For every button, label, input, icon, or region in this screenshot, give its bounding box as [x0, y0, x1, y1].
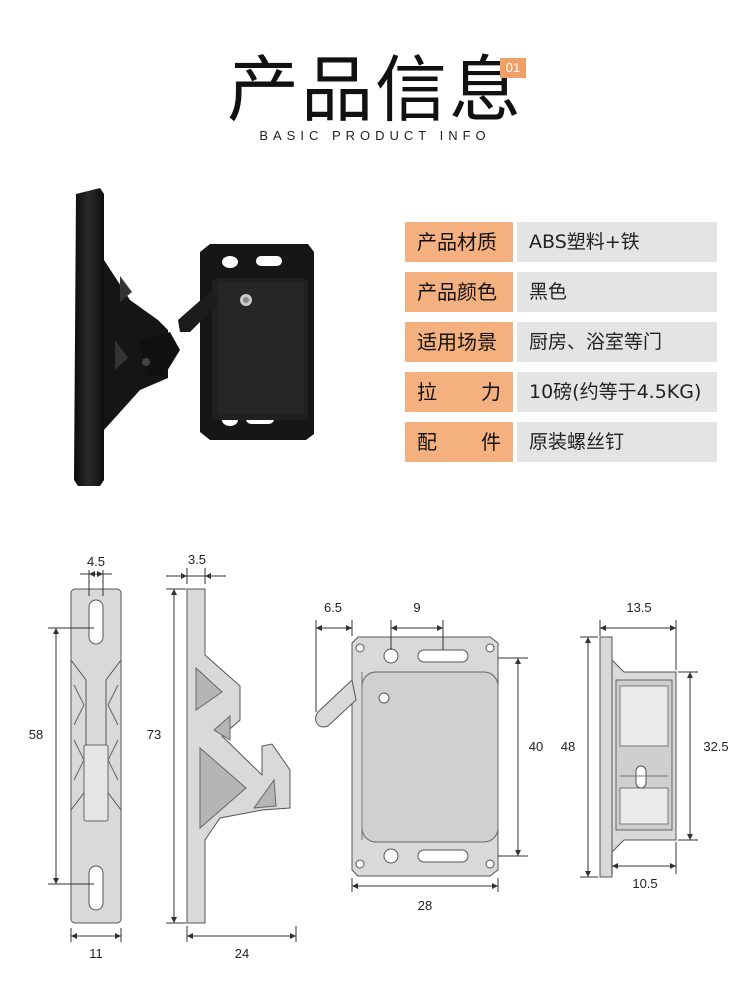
dim-label: 4.5 — [87, 554, 105, 569]
spec-label: 配 件 — [405, 422, 513, 462]
dim-label: 10.5 — [632, 876, 657, 891]
spec-value: 10磅(约等于4.5KG) — [517, 372, 717, 412]
dim-label: 13.5 — [626, 600, 651, 615]
spec-row-accessory: 配 件 原装螺丝钉 — [405, 422, 717, 462]
dim-label: 3.5 — [188, 552, 206, 567]
dim-label: 11 — [89, 946, 103, 961]
spec-row-color: 产品颜色 黑色 — [405, 272, 717, 312]
spec-row-force: 拉 力 10磅(约等于4.5KG) — [405, 372, 717, 412]
dim-label: 9 — [413, 600, 420, 615]
spec-value: ABS塑料+铁 — [517, 222, 717, 262]
spec-value: 原装螺丝钉 — [517, 422, 717, 462]
dimension-drawing: 4.5 58 11 3.5 73 24 6.5 9 40 28 13.5 48 … — [29, 552, 729, 961]
dim-label: 6.5 — [324, 600, 342, 615]
section-badge: 01 — [500, 58, 526, 78]
dim-label: 32.5 — [703, 739, 728, 754]
spec-value: 黑色 — [517, 272, 717, 312]
spec-label: 适用场景 — [405, 322, 513, 362]
spec-label: 拉 力 — [405, 372, 513, 412]
spec-label-left: 配 — [417, 430, 437, 454]
spec-label: 产品材质 — [405, 222, 513, 262]
spec-table: 产品材质 ABS塑料+铁 产品颜色 黑色 适用场景 厨房、浴室等门 拉 力 10… — [405, 222, 717, 472]
page-header: 产品信息 01 — [0, 50, 750, 130]
page-title: 产品信息 — [226, 48, 523, 132]
latch-front-view — [315, 620, 528, 892]
spec-value: 厨房、浴室等门 — [517, 322, 717, 362]
spec-label-right: 力 — [481, 380, 501, 404]
catch-side-view — [166, 568, 297, 942]
dim-label: 73 — [147, 727, 161, 742]
spec-label-right: 件 — [481, 430, 501, 454]
spec-label-left: 拉 — [417, 380, 437, 404]
dim-label: 58 — [29, 727, 43, 742]
dim-label: 28 — [418, 898, 432, 913]
spec-label: 产品颜色 — [405, 272, 513, 312]
spec-row-scene: 适用场景 厨房、浴室等门 — [405, 322, 717, 362]
page-subtitle: BASIC PRODUCT INFO — [259, 128, 491, 143]
dim-label: 24 — [235, 946, 249, 961]
dim-label: 40 — [529, 739, 543, 754]
catch-front-view — [48, 570, 122, 942]
latch-side-view — [580, 620, 698, 878]
dim-label: 48 — [561, 739, 575, 754]
product-photo — [74, 188, 314, 486]
spec-row-material: 产品材质 ABS塑料+铁 — [405, 222, 717, 262]
